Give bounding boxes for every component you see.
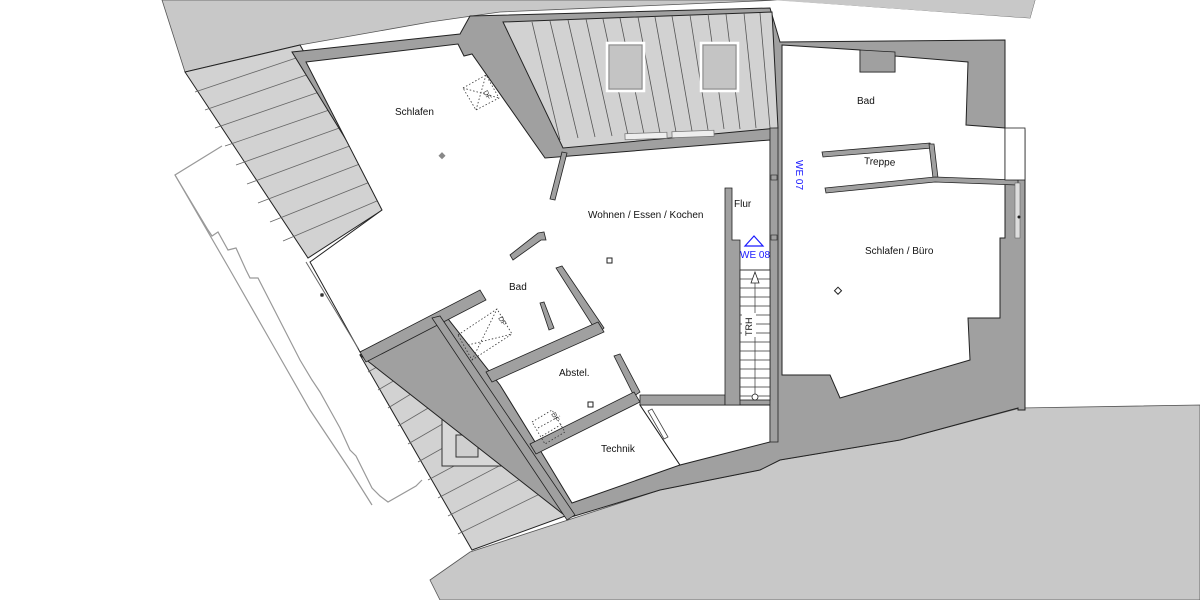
roof-window-1-frame [608,44,643,90]
roof-opening-1 [624,131,668,141]
neighbor-top-right [770,0,1035,18]
room-label-wohnen: Wohnen / Essen / Kochen [588,210,703,221]
skylight-label-abstell: DF [549,412,560,424]
wall-technik-left [431,315,576,521]
stair-arrow-icon [750,270,760,284]
skylight-label-bad: DF [496,316,507,328]
divider-marker-1 [770,174,778,181]
wall-bad-upper [359,289,487,363]
wall-stub [509,231,547,261]
room-label-treppe: Treppe [864,156,896,169]
skylight-abstell [531,409,566,445]
ceiling-light-wohnen [606,257,613,264]
room-label-abstell: Abstel. [559,368,590,379]
unit-marker-triangle-icon [743,235,765,247]
ceiling-light-schlafen-buero [833,286,843,295]
room-label-schlafen-buero: Schlafen / Büro [865,246,934,257]
unit-labels: WE 08 WE 07 [740,160,804,261]
wall-schlafen-wohnen [549,151,568,201]
wall-bad-stub [539,301,555,331]
wall-bad-bottom [485,321,605,383]
balcony-door [305,261,359,349]
room-label-technik: Technik [601,444,636,455]
stair-start-icon [751,393,759,401]
skylight-bad [457,308,513,361]
ceiling-light-schlafen [438,152,446,160]
room-label-bad-left: Bad [509,282,527,293]
window-right [1004,127,1026,239]
technik-door [647,408,669,440]
unit-we07 [770,44,1026,399]
unit-label-we08: WE 08 [740,250,770,261]
stair-label: TRH [744,318,754,337]
room-label-schlafen: Schlafen [395,107,434,118]
ceiling-light-abstell [587,401,594,408]
shaft [859,49,896,73]
balcony-outline [174,145,423,506]
roof-window-2 [699,41,740,93]
divider-marker-2 [770,234,778,241]
roof-window-1 [605,41,646,93]
staircase: TRH [739,269,771,401]
wall-bad-right [555,265,605,335]
room-label-flur: Flur [734,199,752,210]
top-roof [502,11,779,149]
wall-flur-left [724,187,741,406]
wall-abstell-right [613,353,641,397]
skylight-label-schlafen: DF [481,90,492,102]
roof-window-2-frame [702,44,737,90]
unit-label-we07: WE 07 [793,160,804,190]
room-labels: Schlafen Wohnen / Essen / Kochen Flur Ba… [395,96,934,455]
room-label-bad-right: Bad [857,96,875,107]
skylight-schlafen [462,74,500,111]
wall-corridor [639,394,726,406]
roof-opening-2 [671,129,715,139]
unit-we08: TRH DF DF DF [305,43,779,521]
